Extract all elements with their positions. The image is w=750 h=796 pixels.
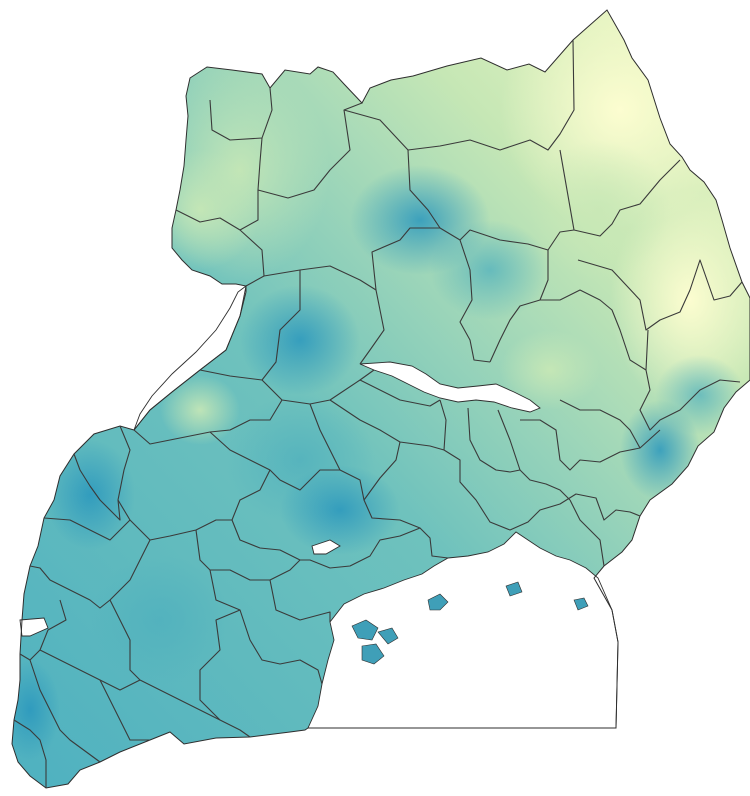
district-border	[13, 719, 47, 788]
district-border	[99, 679, 150, 741]
district-border	[239, 229, 265, 287]
district-border	[363, 441, 401, 501]
district-border	[639, 369, 741, 431]
district-border	[407, 149, 441, 229]
lake-victoria	[307, 531, 619, 729]
district-border	[467, 407, 571, 501]
district-border	[209, 431, 340, 491]
lakes	[19, 284, 619, 729]
district-border	[231, 519, 421, 569]
district-border	[459, 239, 491, 363]
district-border	[39, 649, 141, 691]
district-border	[209, 569, 323, 685]
district-border	[573, 159, 681, 237]
district-boundaries	[13, 39, 743, 788]
district-border	[540, 289, 649, 371]
islands	[351, 581, 589, 665]
island-east-2	[573, 597, 589, 611]
district-border	[19, 599, 67, 661]
lake-kyoga	[359, 361, 541, 413]
district-border	[175, 190, 259, 231]
district-border	[43, 517, 131, 541]
district-border	[261, 270, 301, 381]
island-sese-3	[377, 627, 399, 645]
district-border	[577, 259, 743, 331]
district-border	[257, 102, 363, 199]
lake-george	[311, 539, 341, 555]
district-border	[117, 425, 271, 541]
district-border	[199, 369, 375, 405]
island-buvuma	[427, 593, 449, 611]
district-border	[199, 609, 241, 721]
district-border	[497, 409, 521, 471]
district-border	[520, 419, 661, 471]
district-border	[29, 539, 151, 609]
district-border	[29, 659, 101, 763]
district-border	[329, 399, 445, 451]
district-border	[559, 399, 641, 449]
district-border	[109, 599, 251, 738]
country-outline	[11, 9, 750, 789]
district-border	[359, 289, 385, 365]
district-border	[489, 250, 549, 363]
district-border	[73, 453, 121, 521]
district-border	[309, 403, 449, 559]
island-sese-2	[361, 643, 385, 665]
district-border	[209, 87, 273, 141]
district-border	[569, 499, 605, 567]
island-east-1	[505, 581, 523, 597]
district-border	[195, 529, 301, 581]
district-border	[359, 379, 441, 407]
district-border	[269, 579, 331, 622]
island-sese-1	[351, 619, 379, 641]
district-border	[439, 399, 641, 531]
district-border	[343, 39, 575, 151]
